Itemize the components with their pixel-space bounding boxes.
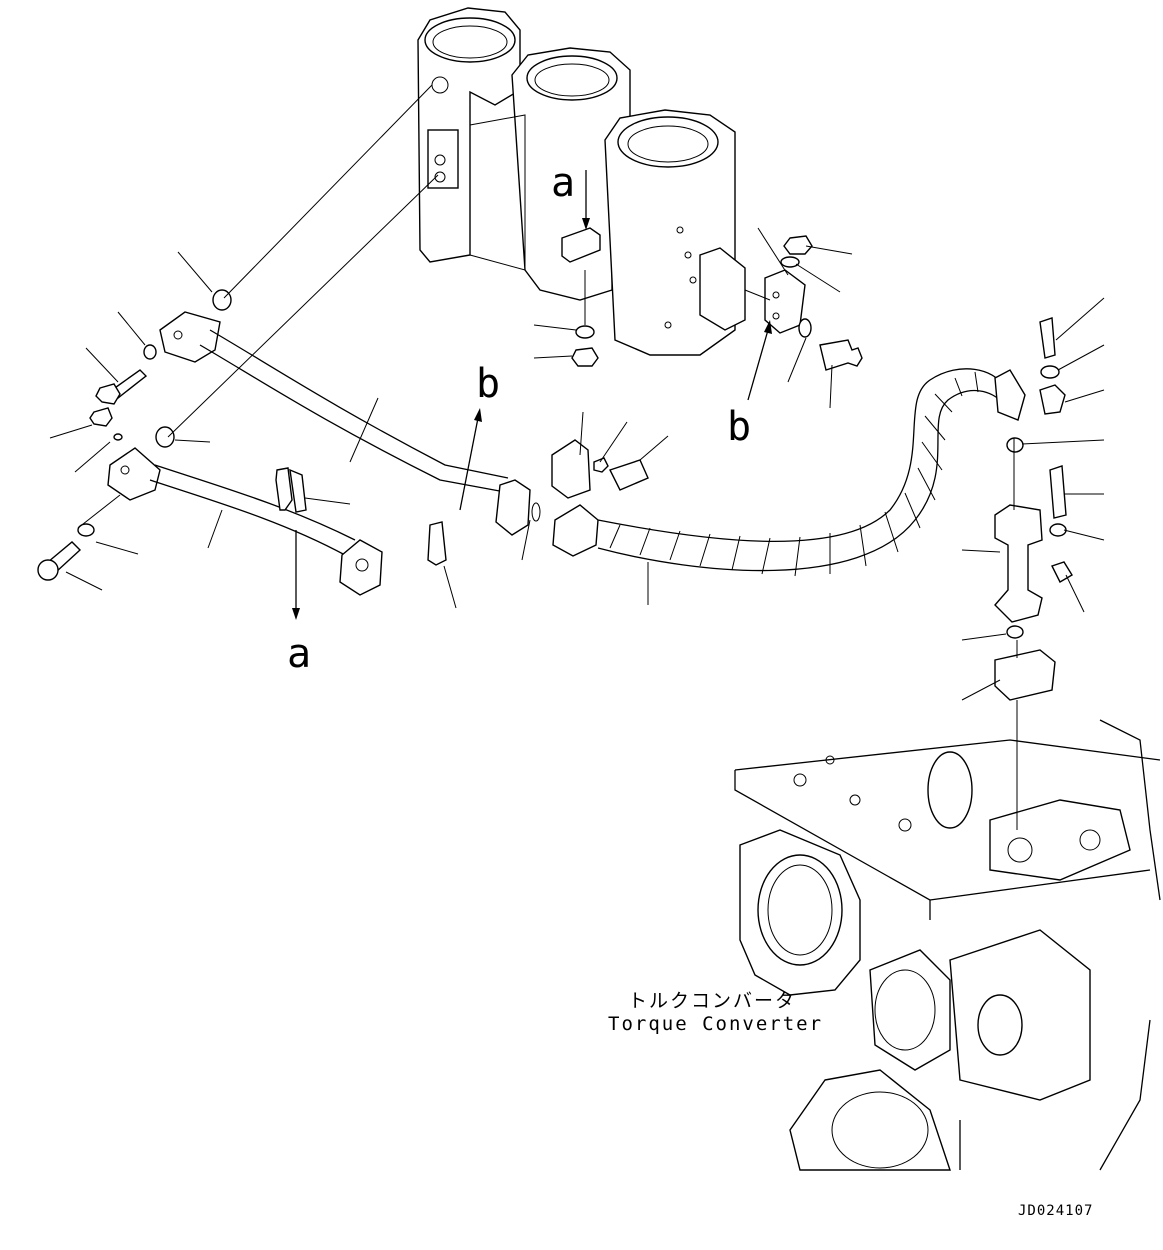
upper-tube bbox=[159, 311, 531, 536]
caption-english: Torque Converter bbox=[608, 1013, 824, 1035]
marker-a-top: a bbox=[551, 160, 576, 206]
lower-tube bbox=[107, 447, 383, 596]
figure-code: JD024107 bbox=[1018, 1203, 1094, 1219]
marker-a-bottom: a bbox=[287, 631, 312, 677]
leader-lines bbox=[49, 84, 1105, 830]
torque-converter-housing bbox=[734, 719, 1161, 1171]
triple-housing-assembly bbox=[417, 7, 746, 356]
right-side-parts bbox=[994, 317, 1073, 701]
flexible-hose bbox=[551, 368, 1026, 577]
marker-b-right: b bbox=[727, 404, 752, 450]
bracket-b-parts bbox=[764, 235, 863, 371]
marker-arrows bbox=[292, 170, 772, 620]
marker-b-center: b bbox=[476, 361, 501, 407]
left-bolts bbox=[37, 344, 157, 581]
caption-japanese: トルクコンバータ bbox=[628, 990, 797, 1012]
